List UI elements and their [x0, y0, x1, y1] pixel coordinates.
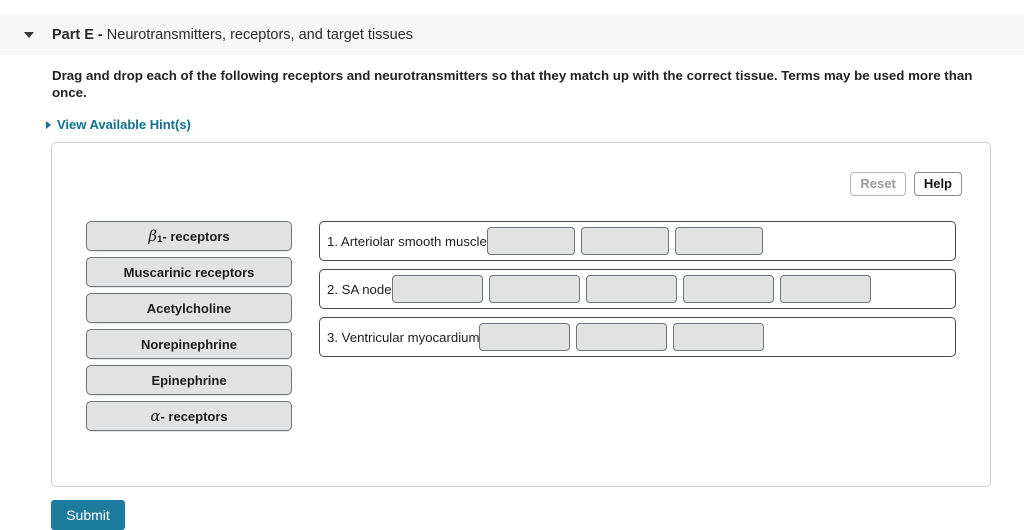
drop-row: 3. Ventricular myocardium [319, 317, 956, 357]
drop-slot[interactable] [488, 275, 580, 303]
drop-slot[interactable] [576, 323, 668, 351]
term-tile-label: Norepinephrine [140, 336, 238, 352]
term-tile-norepinephrine[interactable]: Norepinephrine [86, 329, 292, 359]
drop-slot-group [391, 275, 871, 303]
drop-target-rows: 1. Arteriolar smooth muscle 2. SA node 3. … [319, 221, 956, 365]
chevron-down-icon[interactable] [20, 26, 38, 44]
drop-slot[interactable] [779, 275, 871, 303]
drop-slot[interactable] [585, 275, 677, 303]
view-hints-link[interactable]: View Available Hint(s) [46, 117, 191, 132]
greek-symbol: β [148, 227, 158, 245]
drop-row-label: 2. SA node [327, 281, 392, 297]
term-tile-acetylcholine[interactable]: Acetylcholine [86, 293, 292, 323]
panel-toolbar: Reset Help [850, 172, 962, 196]
view-hints-label: View Available Hint(s) [57, 117, 191, 132]
part-label: Part E - [52, 26, 107, 43]
drop-slot[interactable] [486, 227, 575, 255]
greek-symbol: α [150, 407, 161, 425]
drop-row-label: 3. Ventricular myocardium [327, 329, 480, 345]
drop-slot[interactable] [391, 275, 483, 303]
term-tile-label: Muscarinic receptors [123, 264, 255, 280]
drop-slot[interactable] [674, 227, 763, 255]
term-tile-label: Epinephrine [151, 372, 227, 388]
part-header: Part E - Neurotransmitters, receptors, a… [0, 14, 1024, 55]
help-button[interactable]: Help [913, 172, 962, 196]
term-tile-muscarinic-receptors[interactable]: Muscarinic receptors [86, 257, 292, 287]
term-tile-alpha-receptors[interactable]: α- receptors [86, 401, 292, 431]
drop-slot-group [486, 227, 763, 255]
term-tile-label: - receptors [162, 228, 230, 244]
part-name: Neurotransmitters, receptors, and target… [106, 26, 414, 43]
chevron-down-glyph [24, 31, 34, 38]
triangle-right-icon [46, 120, 51, 129]
page-title: Part E - Neurotransmitters, receptors, a… [52, 27, 413, 43]
drop-row-label: 1. Arteriolar smooth muscle [327, 233, 487, 249]
drop-slot-group [479, 323, 765, 351]
term-tile-label: - receptors [160, 408, 228, 424]
drop-slot[interactable] [479, 323, 571, 351]
drop-slot[interactable] [682, 275, 774, 303]
term-tile-epinephrine[interactable]: Epinephrine [86, 365, 292, 395]
drop-slot[interactable] [673, 323, 765, 351]
submit-button[interactable]: Submit [51, 500, 125, 530]
drop-row: 1. Arteriolar smooth muscle [319, 221, 956, 261]
drop-slot[interactable] [580, 227, 669, 255]
subscript: 1 [157, 233, 163, 245]
instructions-text: Drag and drop each of the following rece… [52, 68, 973, 100]
term-tile-label: Acetylcholine [146, 300, 232, 316]
reset-button[interactable]: Reset [850, 172, 906, 196]
drop-row: 2. SA node [319, 269, 956, 309]
